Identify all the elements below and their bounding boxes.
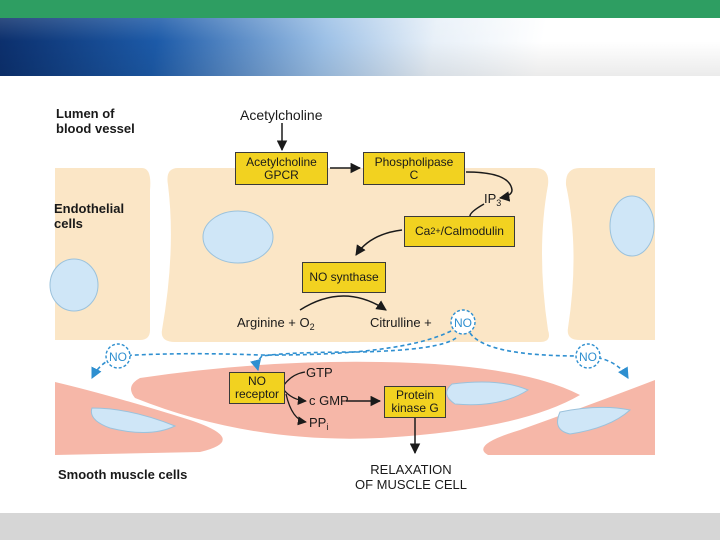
arrow-plc-to-ip3 <box>465 171 513 202</box>
no-molecule-right: NO <box>575 343 601 369</box>
acetylcholine-label: Acetylcholine <box>240 107 323 123</box>
header-banner-shade <box>0 18 720 76</box>
muscle-nucleus-right <box>557 406 632 435</box>
ip3-main: IP <box>484 191 496 206</box>
ach-gpcr-box: Acetylcholine GPCR <box>235 152 328 185</box>
arginine-sub: 2 <box>310 322 315 332</box>
arrow-receptor-to-cgmp <box>283 389 307 405</box>
endothelial-label: Endothelial cells <box>54 201 125 231</box>
calmodulin-text: /Calmodulin <box>440 224 504 238</box>
nucleus-right <box>609 195 655 257</box>
gtp-label: GTP <box>306 365 333 380</box>
ip3-label: IP3 <box>484 191 501 208</box>
no-molecule-citrulline: NO <box>450 309 476 335</box>
arginine-main: Arginine + O <box>237 315 310 330</box>
no-receptor-box: NO receptor <box>229 372 285 404</box>
endothelial-cell-center <box>161 168 549 342</box>
no-synthase-box: NO synthase <box>302 262 386 293</box>
smooth-muscle-label: Smooth muscle cells <box>58 467 188 482</box>
ppi-sub: i <box>326 422 328 432</box>
endothelial-cell-right <box>565 168 655 340</box>
arginine-label: Arginine + O2 <box>237 315 315 332</box>
no-diffusion-receptor <box>250 337 457 372</box>
arrow-ca-to-nos <box>355 229 403 256</box>
no-molecule-left: NO <box>105 343 131 369</box>
muscle-nucleus-center <box>446 381 530 406</box>
no-label-1: NO <box>454 316 472 330</box>
nucleus-center <box>202 210 274 264</box>
ppi-main: PP <box>309 415 326 430</box>
arrow-arginine-to-citrulline <box>299 295 387 311</box>
no-diffusion-right <box>469 332 629 379</box>
bottom-bar <box>0 513 720 540</box>
muscle-nucleus-left <box>90 407 177 434</box>
header-banner <box>0 18 720 76</box>
citrulline-label: Citrulline + <box>370 315 432 330</box>
phospholipase-box: Phospholipase C <box>363 152 465 185</box>
nucleus-left <box>49 258 99 312</box>
ca-text: Ca <box>415 224 431 238</box>
endothelial-cell-left <box>55 168 151 340</box>
arrow-receptor-to-ppi <box>285 393 307 426</box>
relaxation-label: RELAXATION OF MUSCLE CELL <box>355 462 467 492</box>
no-label-2: NO <box>109 350 127 364</box>
arrow-ip3-to-ca <box>469 203 485 217</box>
protein-kinase-box: Protein kinase G <box>384 386 446 418</box>
top-color-bar <box>0 0 720 18</box>
arrow-receptor-to-gtp <box>283 371 306 386</box>
ca-sup: 2+ <box>430 226 441 236</box>
ip3-sub: 3 <box>496 198 501 208</box>
lumen-label: Lumen of blood vessel <box>56 106 135 136</box>
ppi-label: PPi <box>309 415 328 432</box>
cgmp-label: c GMP <box>309 393 349 408</box>
no-label-3: NO <box>579 350 597 364</box>
